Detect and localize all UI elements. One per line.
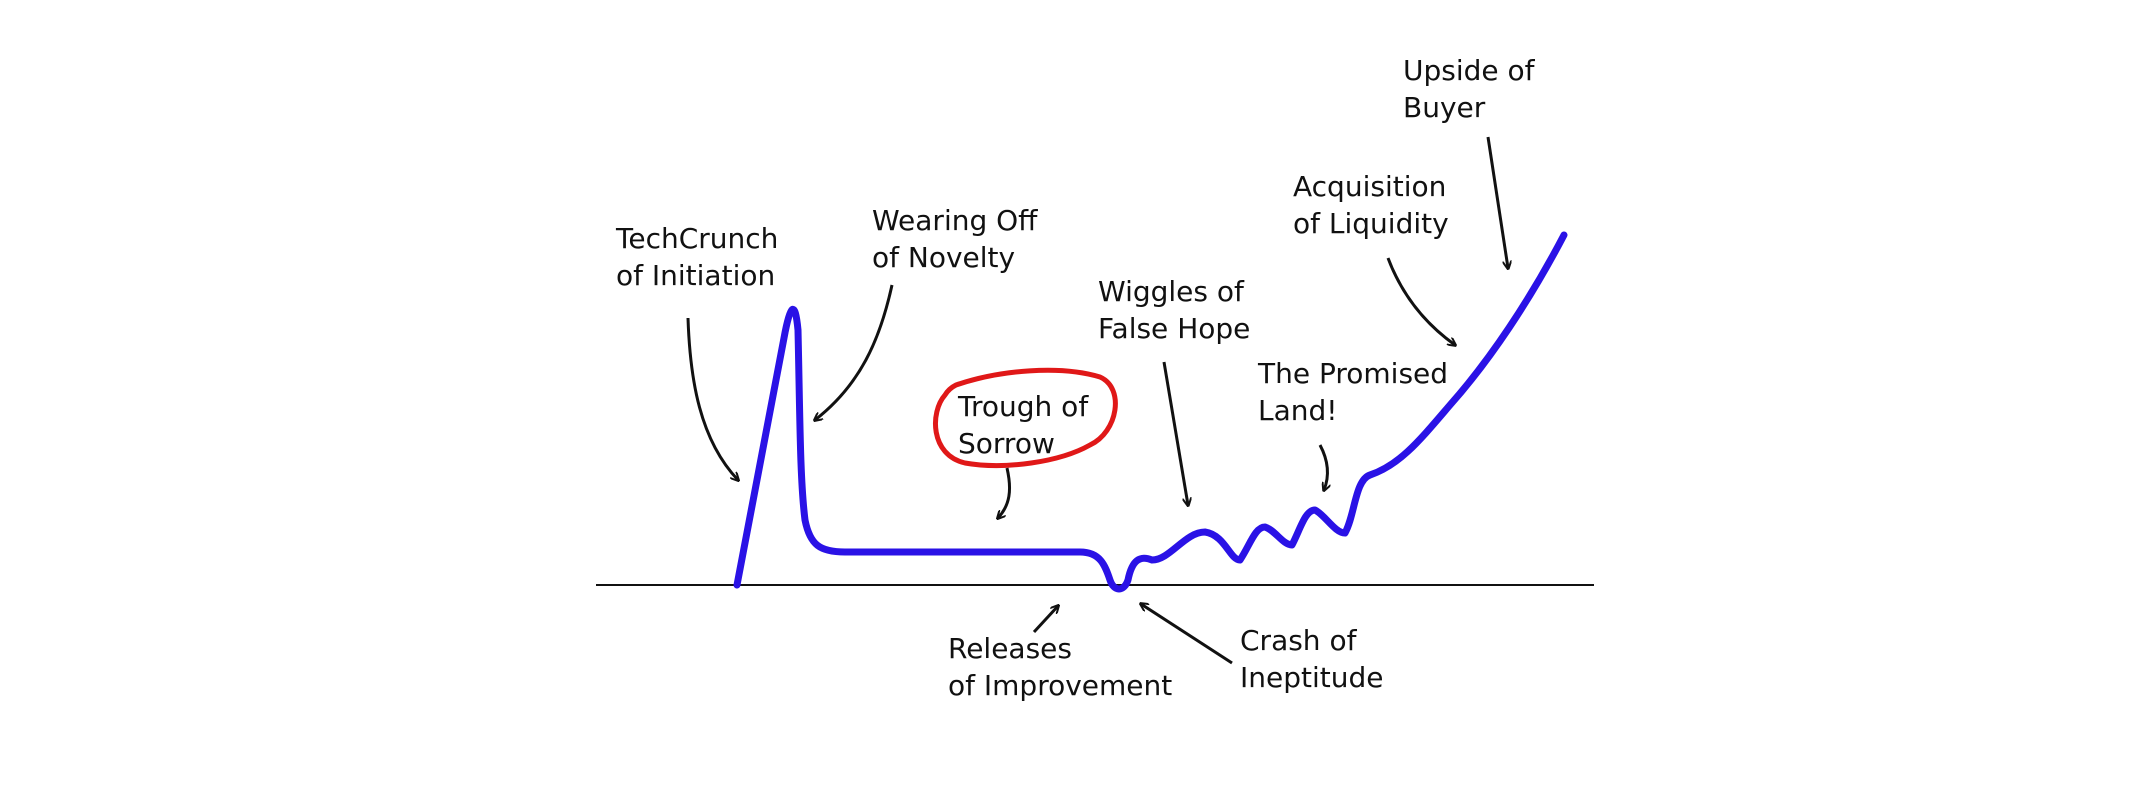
startup-curve-line: [733, 231, 1568, 593]
label-acquisition: Acquisition of Liquidity: [1293, 170, 1449, 240]
label-crash: Crash of Ineptitude: [1240, 624, 1384, 694]
arrow-crash: [1141, 604, 1233, 665]
arrow-trough: [998, 467, 1012, 518]
label-wearing-off: Wearing Off of Novelty: [872, 204, 1038, 274]
label-upside: Upside of Buyer: [1403, 54, 1535, 124]
label-promised-land: The Promised Land!: [1258, 357, 1449, 427]
arrow-upside: [1486, 136, 1508, 268]
label-releases: Releases of Improvement: [948, 632, 1173, 702]
arrow-acquisition: [1386, 257, 1455, 345]
arrow-techcrunch: [686, 317, 738, 480]
arrow-wiggles: [1162, 361, 1188, 505]
label-trough: Trough of Sorrow: [958, 390, 1089, 460]
arrow-releases: [1032, 606, 1058, 634]
trough-highlight-circle: [933, 367, 1118, 469]
label-wiggles: Wiggles of False Hope: [1098, 275, 1251, 345]
arrow-promised-land: [1318, 444, 1327, 490]
label-techcrunch: TechCrunch of Initiation: [616, 222, 779, 292]
arrow-wearing-off: [815, 284, 894, 420]
